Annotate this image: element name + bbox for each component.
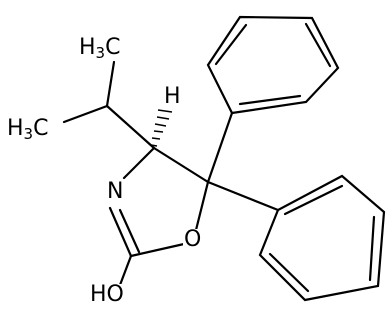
phenyl-ring-upper xyxy=(206,15,340,115)
phenyl-lower-inner-1 xyxy=(268,252,310,293)
methyl-label-left: H3C xyxy=(6,116,50,143)
methyl-label-top: H3C xyxy=(78,35,122,62)
phenyl-upper-inner-2 xyxy=(304,22,332,68)
bond-methyl-left xyxy=(62,104,109,124)
bond-c4-n xyxy=(122,146,156,180)
phenyl-upper-inner-3 xyxy=(214,23,248,66)
bond-c2-o xyxy=(129,242,186,258)
phenyl-lower-inner-3 xyxy=(283,184,344,216)
stereo-hydrogen-label: H xyxy=(163,84,182,109)
bond-n-c2-double xyxy=(118,208,141,254)
bond-isopropyl-c4 xyxy=(105,104,156,150)
bond-methyl-top xyxy=(105,60,116,108)
hashed-wedge-bond xyxy=(150,109,173,147)
oxygen-label: O xyxy=(183,227,203,252)
nitrogen-label: N xyxy=(106,179,125,204)
bond-c5-phenyl-lower xyxy=(206,180,280,212)
bond-c4-c5 xyxy=(152,146,210,184)
hydroxyl-label: HO xyxy=(89,282,125,307)
phenyl-ring-lower xyxy=(258,174,386,302)
bond-c2-oh xyxy=(118,254,133,287)
phenyl-lower-inner-2 xyxy=(368,215,376,282)
phenyl-upper-inner-1 xyxy=(238,94,302,106)
bond-o-c5 xyxy=(194,180,210,232)
bond-n-c2 xyxy=(108,206,133,258)
bond-c5-phenyl-upper xyxy=(206,111,234,184)
